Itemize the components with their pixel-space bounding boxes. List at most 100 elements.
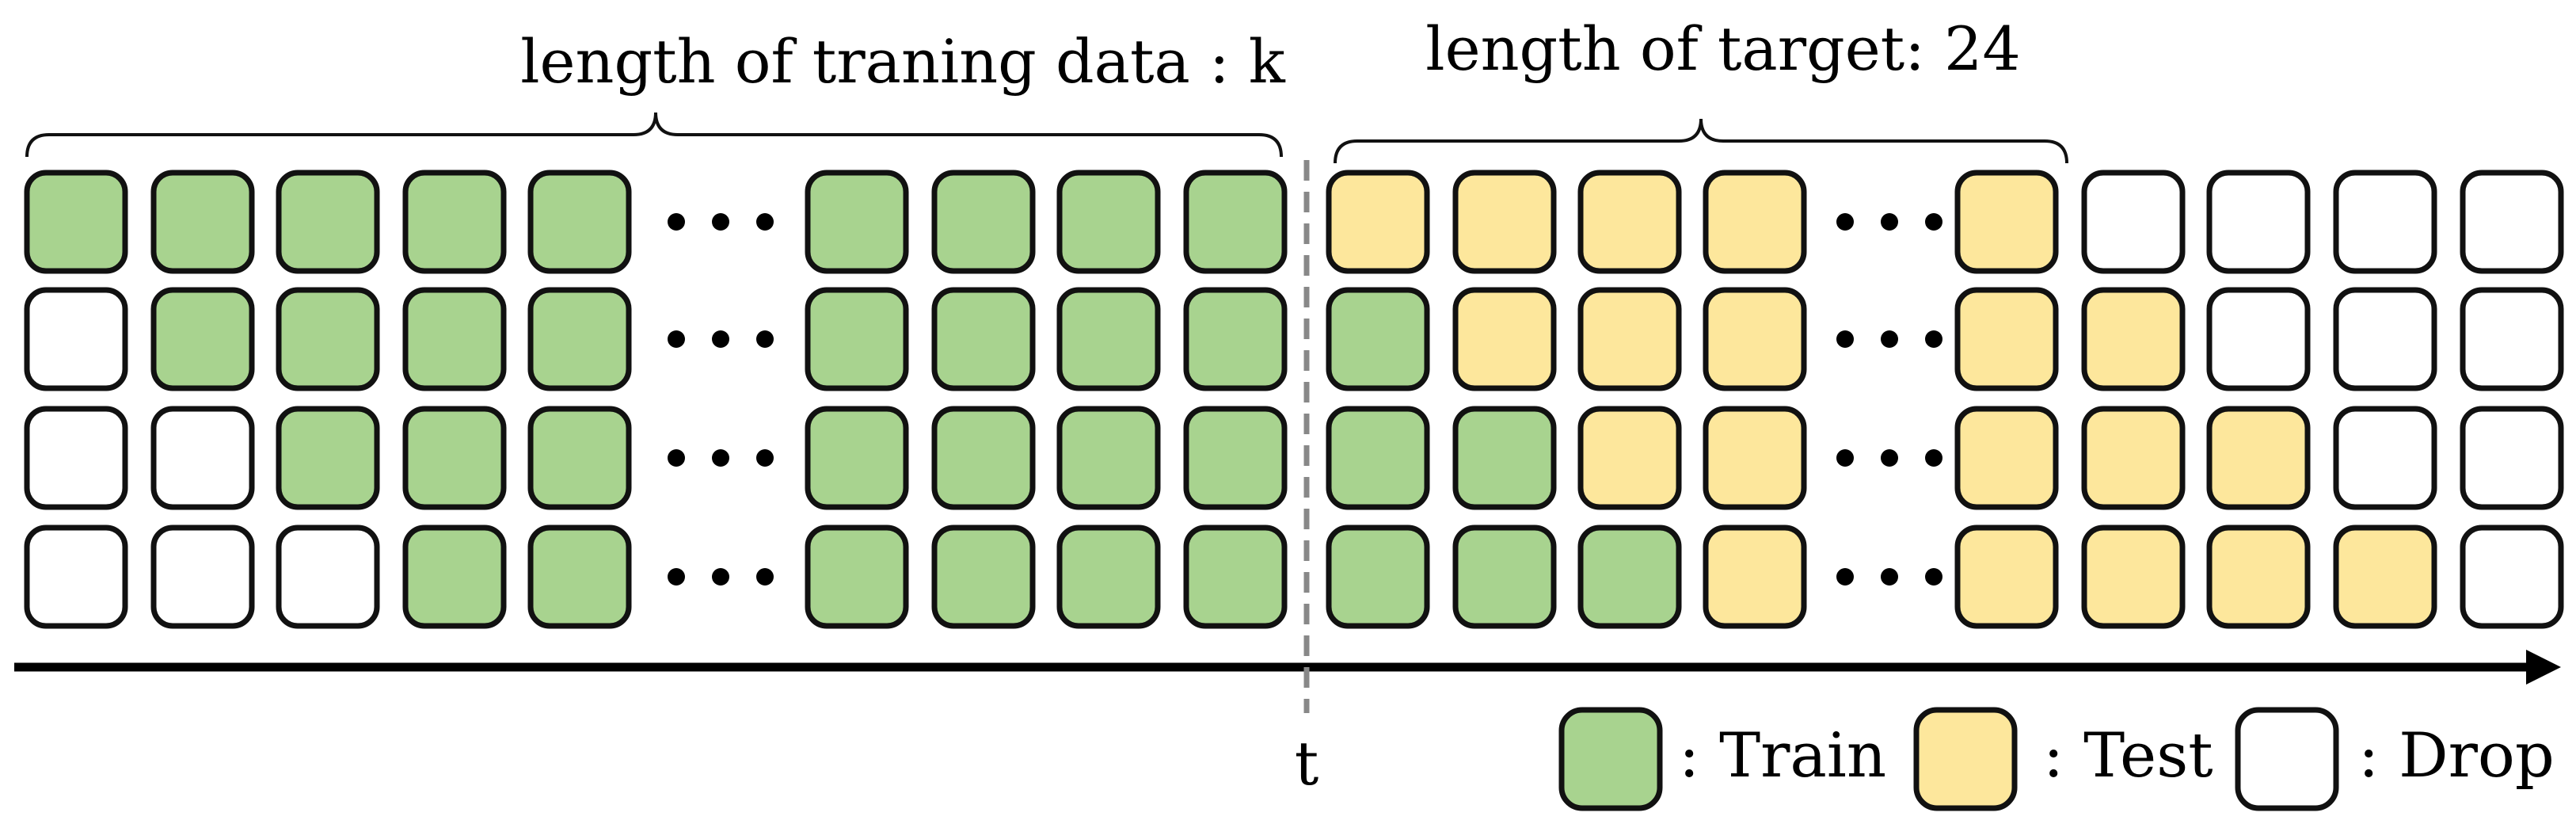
cell-train xyxy=(1056,287,1161,391)
cell-drop xyxy=(2460,525,2564,629)
cell-train xyxy=(276,287,380,391)
ellipsis-dot xyxy=(668,449,685,467)
cell-test xyxy=(1703,287,1807,391)
cell-test xyxy=(1703,406,1807,510)
cell-train xyxy=(1326,406,1430,510)
cell-train xyxy=(527,287,632,391)
cell-test xyxy=(2081,525,2186,629)
cell-train xyxy=(1452,406,1557,510)
ellipsis-dot xyxy=(1925,568,1942,586)
ellipsis-dot xyxy=(1925,213,1942,231)
ellipsis-dot xyxy=(1836,449,1854,467)
cell-train xyxy=(931,287,1036,391)
cell-test xyxy=(1577,406,1682,510)
ellipsis-dot xyxy=(756,213,774,231)
ellipsis-dot xyxy=(1836,330,1854,348)
cell-drop xyxy=(2460,406,2564,510)
cell-train xyxy=(805,406,909,510)
ellipsis-dot xyxy=(668,330,685,348)
ellipsis-markers xyxy=(668,213,1942,586)
ellipsis-dot xyxy=(1836,213,1854,231)
cell-train xyxy=(150,287,255,391)
cell-train xyxy=(402,525,507,629)
cell-drop xyxy=(24,406,128,510)
cell-train xyxy=(1056,170,1161,274)
cell-drop xyxy=(2081,170,2186,274)
ellipsis-dot xyxy=(756,568,774,586)
ellipsis-dot xyxy=(756,449,774,467)
cell-train xyxy=(527,406,632,510)
ellipsis-dot xyxy=(1925,449,1942,467)
ellipsis-dot xyxy=(1881,330,1898,348)
cell-drop xyxy=(2206,170,2311,274)
cell-drop xyxy=(2333,406,2437,510)
cell-drop xyxy=(2333,287,2437,391)
cell-train xyxy=(150,170,255,274)
ellipsis-dot xyxy=(1836,568,1854,586)
cell-train xyxy=(527,525,632,629)
ellipsis-dot xyxy=(712,568,729,586)
legend: : Train : Test : Drop xyxy=(1558,707,2555,811)
cell-train xyxy=(805,287,909,391)
cell-train xyxy=(1326,287,1430,391)
cell-test xyxy=(1703,170,1807,274)
ellipsis-dot xyxy=(1881,213,1898,231)
cell-test xyxy=(1954,525,2059,629)
cell-test xyxy=(2081,287,2186,391)
time-t-label: t xyxy=(1295,728,1319,799)
time-axis-arrowhead xyxy=(2526,650,2561,685)
cell-test xyxy=(1703,525,1807,629)
cell-drop xyxy=(24,525,128,629)
target-length-label: length of target: 24 xyxy=(1425,13,2020,84)
cell-drop xyxy=(276,525,380,629)
legend-label-test: : Test xyxy=(2043,720,2213,792)
legend-swatch-drop xyxy=(2235,707,2339,811)
cell-train xyxy=(931,406,1036,510)
cell-test xyxy=(1954,170,2059,274)
cell-train xyxy=(1056,406,1161,510)
cell-test xyxy=(1452,170,1557,274)
ellipsis-dot xyxy=(712,213,729,231)
cell-train xyxy=(402,287,507,391)
ellipsis-dot xyxy=(712,330,729,348)
target-length-brace xyxy=(1334,118,2068,164)
cell-train xyxy=(1452,525,1557,629)
cell-test xyxy=(2333,525,2437,629)
ellipsis-dot xyxy=(712,449,729,467)
legend-swatch-test xyxy=(1913,707,2018,811)
cell-train xyxy=(1577,525,1682,629)
cell-drop xyxy=(150,525,255,629)
cell-train xyxy=(527,170,632,274)
cell-train xyxy=(931,525,1036,629)
cell-test xyxy=(1452,287,1557,391)
ellipsis-dot xyxy=(668,213,685,231)
cell-train xyxy=(931,170,1036,274)
cell-drop xyxy=(150,406,255,510)
ellipsis-dot xyxy=(1881,449,1898,467)
ellipsis-dot xyxy=(756,330,774,348)
cell-drop xyxy=(24,287,128,391)
cell-train xyxy=(1183,287,1288,391)
ellipsis-dot xyxy=(668,568,685,586)
cell-drop xyxy=(2460,170,2564,274)
ellipsis-dot xyxy=(1925,330,1942,348)
cell-drop xyxy=(2333,170,2437,274)
cell-train xyxy=(805,525,909,629)
cell-train xyxy=(1183,525,1288,629)
training-length-brace xyxy=(25,112,1283,158)
cell-test xyxy=(1577,287,1682,391)
cell-train xyxy=(1326,525,1430,629)
cell-test xyxy=(1326,170,1430,274)
cell-test xyxy=(2081,406,2186,510)
cell-train xyxy=(1183,170,1288,274)
cell-test xyxy=(1954,287,2059,391)
cell-train xyxy=(1056,525,1161,629)
cell-train xyxy=(402,406,507,510)
legend-swatch-train xyxy=(1558,707,1663,811)
cell-test xyxy=(1954,406,2059,510)
cell-test xyxy=(1577,170,1682,274)
legend-label-drop: : Drop xyxy=(2358,720,2555,792)
window-grid xyxy=(24,170,2564,629)
ellipsis-dot xyxy=(1881,568,1898,586)
